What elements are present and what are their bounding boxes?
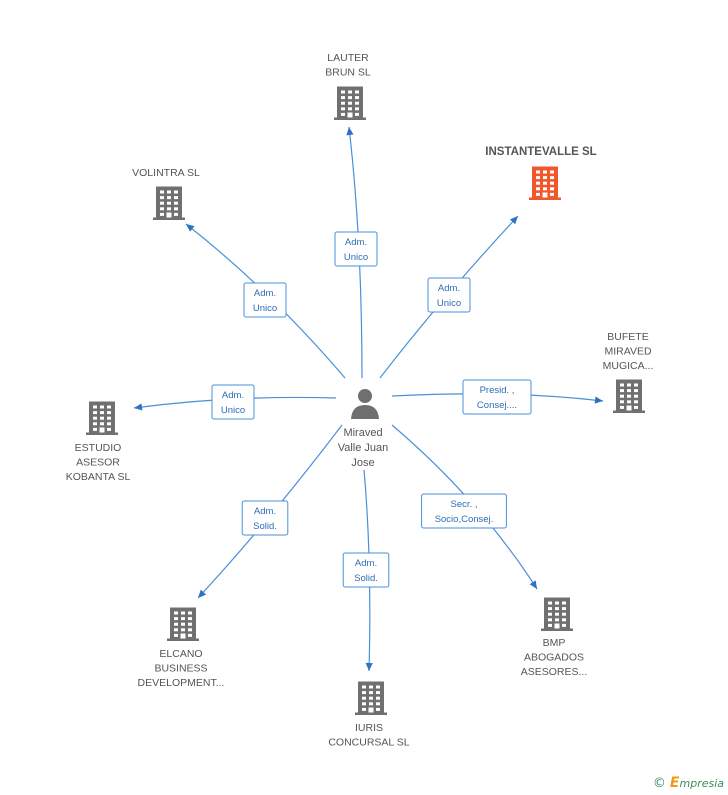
role-badge-estudio[interactable]: Adm. Unico — [211, 384, 255, 420]
role-label: Adm. — [438, 283, 460, 294]
company-name[interactable]: BUSINESS — [154, 663, 207, 675]
person-name[interactable]: Miraved — [343, 427, 382, 439]
role-label: Solid. — [354, 573, 378, 584]
company-name[interactable]: LAUTER — [327, 52, 369, 64]
company-node-elcano[interactable]: ELCANO BUSINESS DEVELOPMENT... — [138, 607, 225, 690]
company-name[interactable]: BRUN SL — [325, 67, 371, 79]
building-icon[interactable] — [334, 86, 366, 121]
company-name[interactable]: BUFETE — [607, 331, 648, 343]
role-label: Secr. , — [451, 499, 478, 510]
copyright-icon: © — [652, 776, 666, 791]
role-label: Solid. — [253, 521, 277, 532]
role-badge-iuris[interactable]: Adm. Solid. — [342, 552, 390, 588]
person-icon — [351, 389, 379, 419]
role-label: Unico — [344, 252, 368, 263]
arrowhead — [365, 662, 373, 671]
company-name[interactable]: MUGICA... — [603, 360, 654, 372]
role-badge-bmp[interactable]: Secr. , Socio,Consej. — [421, 493, 507, 529]
building-icon[interactable] — [541, 597, 573, 632]
company-name[interactable]: ABOGADOS — [524, 652, 584, 664]
role-label: Adm. — [345, 237, 367, 248]
company-node-iuris[interactable]: IURIS CONCURSAL SL — [328, 681, 410, 749]
company-node-estudio[interactable]: ESTUDIO ASESOR KOBANTA SL — [66, 401, 131, 484]
role-label: Adm. — [254, 506, 276, 517]
company-name[interactable]: DEVELOPMENT... — [138, 677, 225, 689]
company-name[interactable]: MIRAVED — [604, 346, 651, 358]
building-icon[interactable] — [613, 379, 645, 414]
role-badge-bufete[interactable]: Presid. , Consej.... — [462, 379, 532, 415]
company-node-instantevalle[interactable]: INSTANTEVALLE SL — [485, 146, 597, 201]
role-label: Unico — [221, 405, 245, 416]
role-label: Socio,Consej. — [435, 514, 494, 525]
arrowhead — [529, 580, 537, 589]
company-name[interactable]: CONCURSAL SL — [328, 737, 409, 749]
role-label: Unico — [437, 298, 461, 309]
company-name[interactable]: BMP — [543, 637, 566, 649]
company-name[interactable]: INSTANTEVALLE SL — [485, 146, 596, 158]
role-label: Adm. — [222, 390, 244, 401]
building-icon[interactable] — [86, 401, 118, 436]
arrowhead — [198, 589, 207, 598]
company-node-lauter[interactable]: LAUTER BRUN SL — [325, 52, 371, 120]
company-name[interactable]: KOBANTA SL — [66, 471, 131, 483]
role-label: Consej.... — [477, 400, 517, 411]
role-badge-lauter[interactable]: Adm. Unico — [334, 231, 378, 267]
company-name[interactable]: ASESORES... — [521, 666, 588, 678]
brand-name: mpresia — [679, 777, 724, 790]
footer-brand[interactable]: ©Empresia — [653, 775, 724, 791]
company-name[interactable]: ASESOR — [76, 457, 120, 469]
arrowhead — [594, 396, 603, 404]
building-icon[interactable] — [355, 681, 387, 716]
company-name[interactable]: ELCANO — [159, 648, 202, 660]
brand-initial: E — [669, 775, 680, 791]
role-label: Presid. , — [480, 385, 515, 396]
company-name[interactable]: IURIS — [355, 722, 383, 734]
node-layer: LAUTER BRUN SL INSTANTEVALLE SL VOLINTRA SL… — [66, 52, 654, 749]
arrowhead — [186, 224, 195, 232]
building-icon[interactable] — [529, 166, 561, 201]
role-label: Unico — [253, 303, 277, 314]
company-node-volintra[interactable]: VOLINTRA SL — [132, 167, 200, 220]
arrowhead — [134, 403, 143, 411]
building-icon[interactable] — [153, 186, 185, 221]
role-badge-volintra[interactable]: Adm. Unico — [243, 282, 287, 318]
person-name[interactable]: Jose — [351, 457, 374, 469]
role-label: Adm. — [355, 558, 377, 569]
building-icon[interactable] — [167, 607, 199, 642]
company-node-bufete[interactable]: BUFETE MIRAVED MUGICA... — [603, 331, 654, 413]
role-badge-instantevalle[interactable]: Adm. Unico — [427, 277, 471, 313]
person-name[interactable]: Valle Juan — [338, 442, 389, 454]
arrowhead — [509, 216, 518, 225]
arrowhead — [346, 127, 354, 136]
company-node-bmp[interactable]: BMP ABOGADOS ASESORES... — [521, 597, 588, 679]
role-label: Adm. — [254, 288, 276, 299]
company-name[interactable]: VOLINTRA SL — [132, 167, 200, 179]
company-name[interactable]: ESTUDIO — [75, 442, 122, 454]
role-badge-elcano[interactable]: Adm. Solid. — [241, 500, 289, 536]
